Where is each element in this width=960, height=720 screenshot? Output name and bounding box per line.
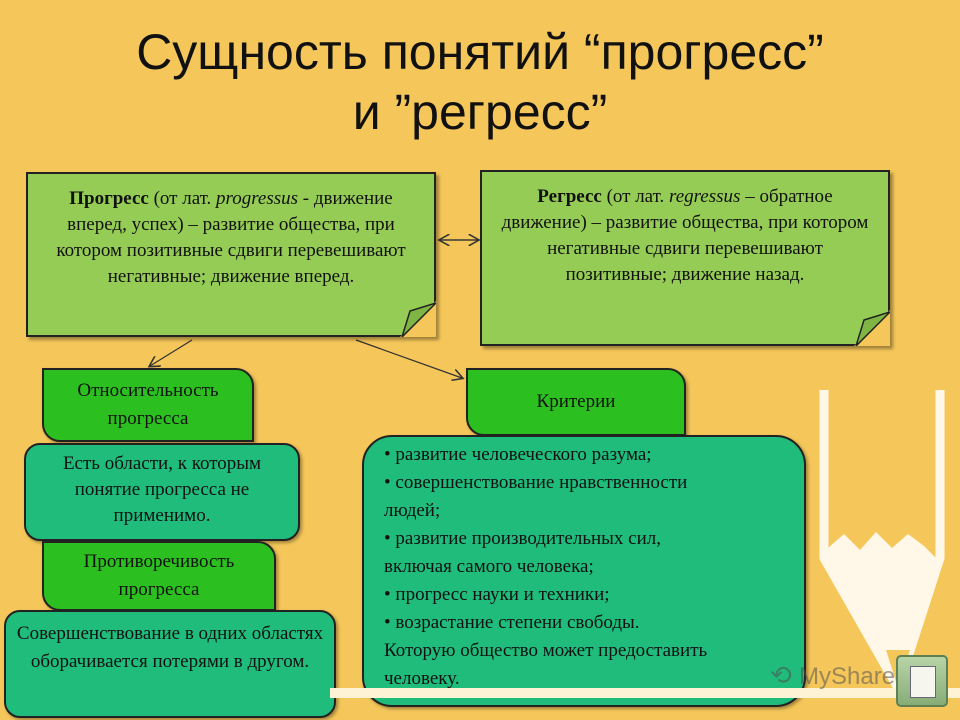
progress-pre: (от лат. [148, 188, 217, 209]
contradiction-text: Совершенствование в одних областях обора… [16, 623, 324, 672]
regress-term: Регресс [537, 186, 602, 207]
criteria-line: людей; [384, 500, 441, 521]
watermark-text: MyShared [799, 663, 909, 690]
progress-definition-text: - движение вперед, успех) – развитие общ… [56, 188, 406, 287]
contradiction-tab-label: Противоречивость прогресса [83, 551, 235, 600]
criteria-tab-label: Критерии [536, 391, 616, 412]
title-line-1: Сущность понятий “прогресс” [136, 24, 824, 80]
document-icon [910, 666, 936, 698]
regress-pre: (от лат. [601, 186, 669, 207]
relativity-tab-label: Относительность прогресса [77, 380, 219, 429]
regress-latin: regressus [669, 186, 741, 207]
progress-definition-box: Прогресс (от лат. progressus - движение … [26, 172, 436, 337]
arrow-to-relativity [150, 339, 193, 366]
regress-definition-text: – обратное движение) – развитие общества… [501, 186, 869, 285]
criteria-line: человеку. [384, 668, 460, 689]
slide-title: Сущность понятий “прогресс” и ”регресс” [0, 22, 960, 142]
relativity-tab: Относительность прогресса [42, 368, 254, 442]
contradiction-tab: Противоречивость прогресса [42, 541, 276, 611]
pencil-icon [819, 390, 945, 688]
criteria-line: • развитие производительных сил, [384, 528, 662, 549]
criteria-line: Которую общество может предоставить [384, 640, 708, 661]
relativity-text: Есть области, к которым понятие прогресс… [62, 453, 262, 526]
progress-term: Прогресс [69, 188, 149, 209]
watermark: ⟲ MyShared [770, 660, 909, 690]
floor-line [330, 688, 960, 698]
criteria-line: • прогресс науки и техники; [384, 584, 610, 605]
criteria-list: • развитие человеческого разума; • совер… [362, 435, 806, 707]
arrow-to-criteria [355, 339, 462, 378]
slide-navigation-icon[interactable] [896, 655, 948, 707]
criteria-line: • совершенствование нравственности [384, 472, 688, 493]
criteria-line: включая самого человека; [384, 556, 594, 577]
page-curl-icon [854, 310, 890, 346]
page-curl-icon [400, 301, 436, 337]
contradiction-card: Совершенствование в одних областях обора… [4, 610, 336, 718]
criteria-tab: Критерии [466, 368, 686, 436]
title-line-2: и ”регресс” [352, 84, 608, 140]
relativity-card: Есть области, к которым понятие прогресс… [24, 443, 300, 541]
regress-definition-box: Регресс (от лат. regressus – обратное дв… [480, 170, 890, 346]
criteria-line: • возрастание степени свободы. [384, 612, 640, 633]
criteria-line: • развитие человеческого разума; [384, 444, 652, 465]
progress-latin: progressus [216, 188, 299, 209]
